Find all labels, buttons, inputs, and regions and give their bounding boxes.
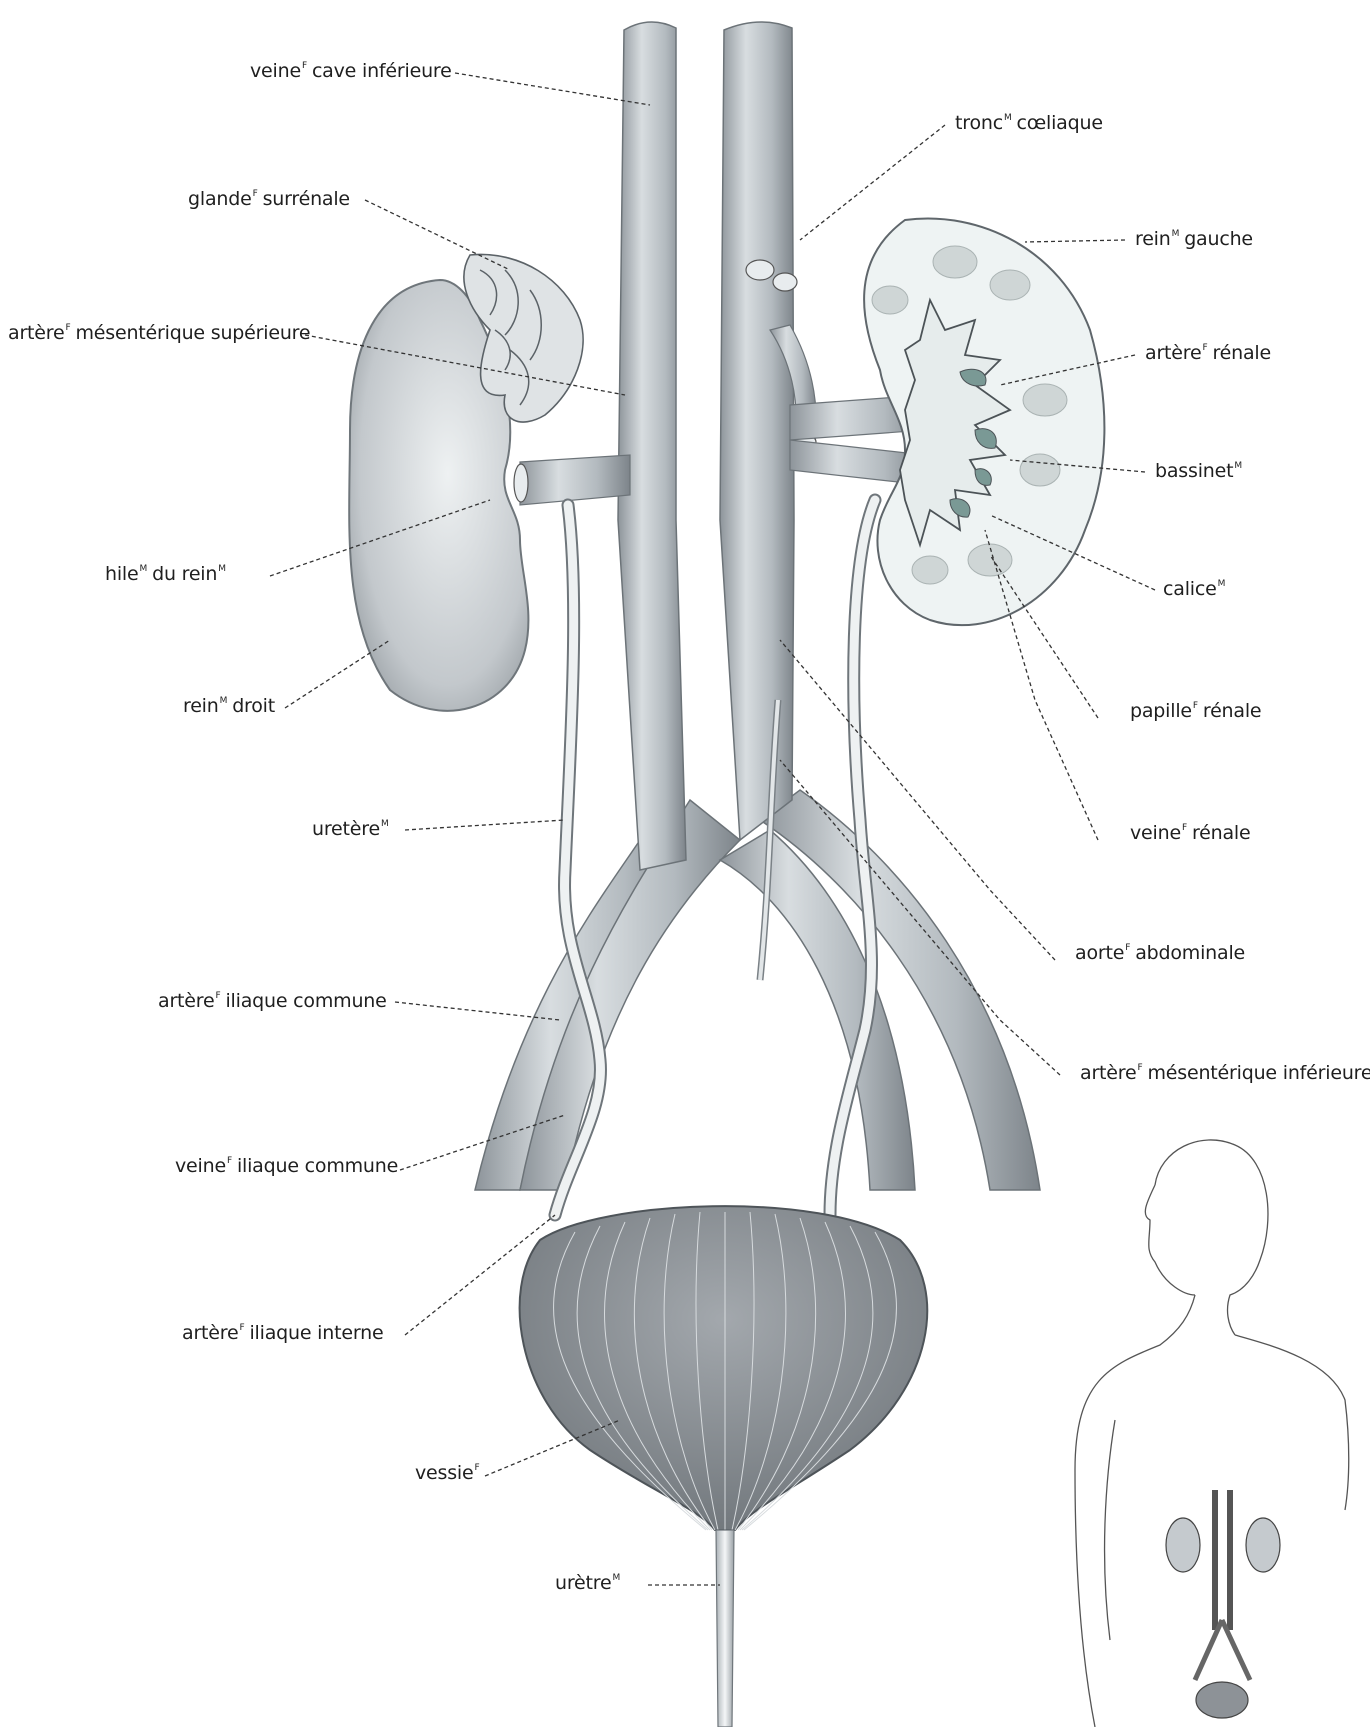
label-bassinet: bassinetM [1155, 460, 1244, 482]
label-uretere: uretèreM [312, 818, 391, 840]
label-uretre: urètreM [555, 1572, 622, 1594]
label-calice: caliceM [1163, 578, 1227, 600]
left-kidney-section [864, 218, 1104, 625]
abdominal-aorta [720, 22, 794, 840]
urethra [716, 1530, 734, 1727]
inferior-vena-cava [618, 22, 686, 870]
label-vessie: vessieF [415, 1462, 481, 1484]
bladder [520, 1206, 928, 1530]
inset-urinary-system [1166, 1490, 1280, 1718]
